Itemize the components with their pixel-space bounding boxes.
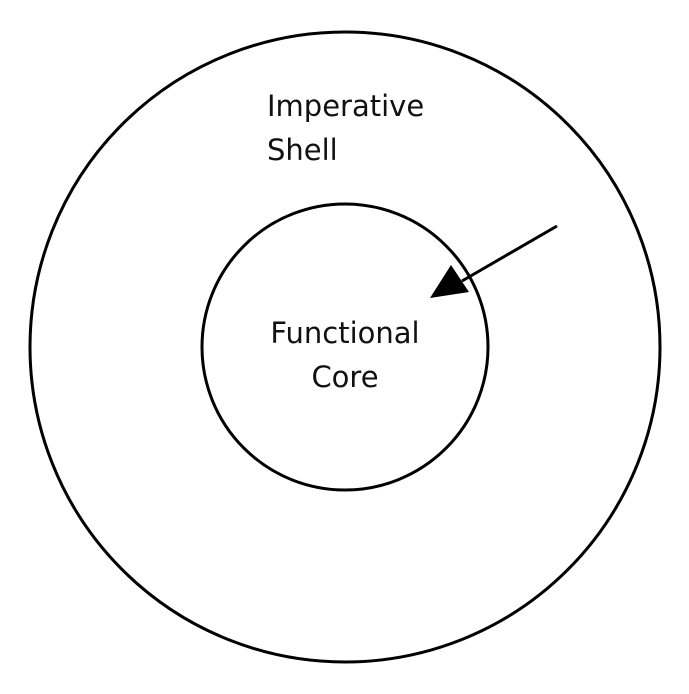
- functional-core-ring: [200, 202, 490, 492]
- functional-core-label: Functional Core: [245, 311, 445, 399]
- imperative-shell-ring: [28, 30, 662, 664]
- shell-label-line-2: Shell: [267, 133, 338, 167]
- imperative-shell-label: Imperative Shell: [267, 84, 424, 172]
- arrow-head: [430, 265, 469, 298]
- dependency-arrow: [430, 224, 558, 298]
- shell-label-line-1: Imperative: [267, 89, 425, 123]
- core-label-line-1: Functional: [270, 316, 420, 350]
- core-label-line-2: Core: [311, 360, 379, 394]
- arrow-shaft: [461, 224, 558, 283]
